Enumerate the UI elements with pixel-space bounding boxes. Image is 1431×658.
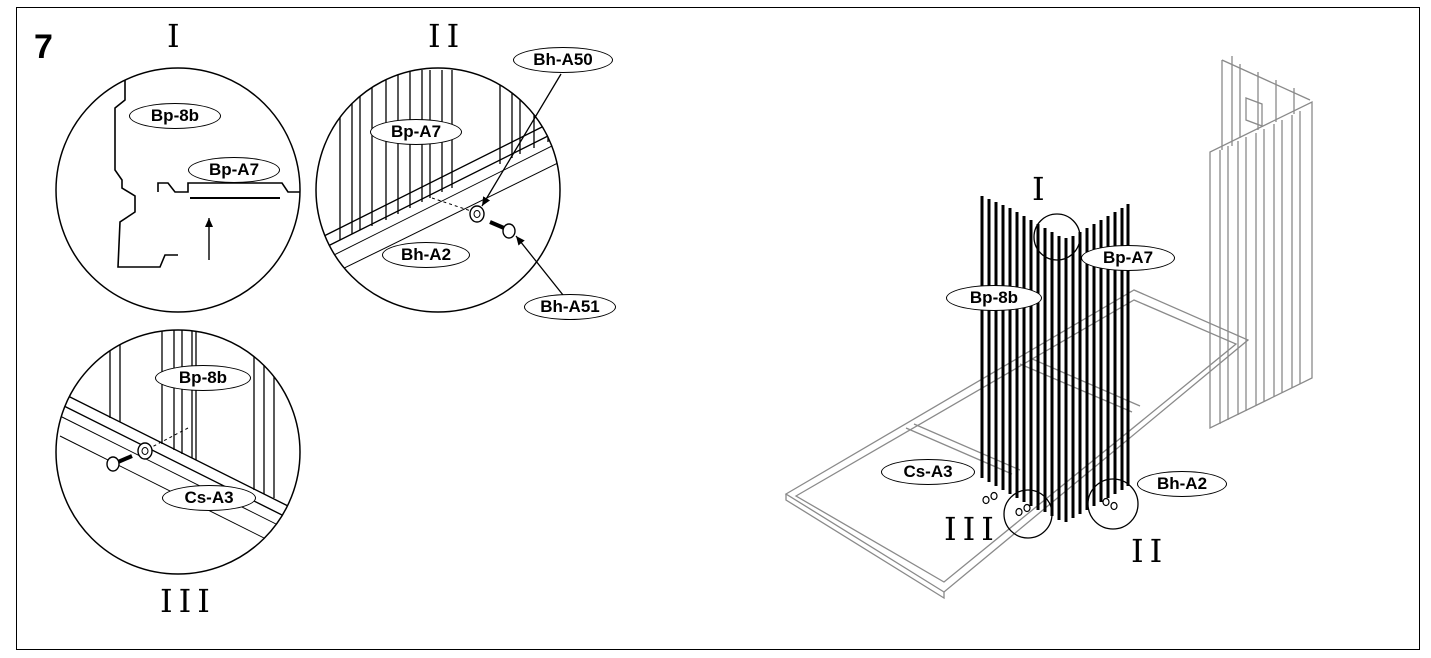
label-bh-a51-detail-two: Bh-A51 [524,294,616,320]
label-bp-8b-detail-one: Bp-8b [129,103,221,129]
label-bh-a50-detail-two: Bh-A50 [513,47,613,73]
label-bh-a2-main: Bh-A2 [1137,471,1227,497]
corner-panel-bp-8b [980,196,1068,522]
panel-bp-a7-profile [157,182,300,193]
washer [137,442,153,460]
detail-marker-two: II [428,17,466,55]
label-bp-a7-detail-two: Bp-A7 [370,119,462,145]
step-number: 7 [34,28,53,66]
detail-two-view [315,67,568,313]
main-marker-two: II [1131,532,1169,570]
detail-marker-one: I [167,17,186,55]
callout-circle-three [1003,489,1053,539]
label-bp-8b-detail-three: Bp-8b [155,365,251,391]
instruction-frame [16,7,1420,650]
callout-circle-one [1033,213,1081,261]
washer [469,205,485,223]
back-wall-panel [1209,56,1313,430]
callout-circle-two [1087,478,1139,530]
main-marker-three: III [944,510,1000,548]
label-bp-8b-main: Bp-8b [946,285,1042,311]
panel-bp-8b-profile [114,70,178,268]
detail-marker-three: III [160,582,216,620]
detail-one-view [55,67,301,313]
label-cs-a3-main: Cs-A3 [881,459,975,485]
main-marker-one: I [1032,170,1051,208]
label-bp-a7-detail-one: Bp-A7 [188,157,280,183]
main-fasteners [982,491,1118,517]
label-bp-a7-main: Bp-A7 [1081,245,1175,271]
bolt [117,454,133,464]
bolt [489,220,505,230]
label-bh-a2-detail-two: Bh-A2 [382,242,470,268]
label-cs-a3-detail-three: Cs-A3 [162,485,256,511]
